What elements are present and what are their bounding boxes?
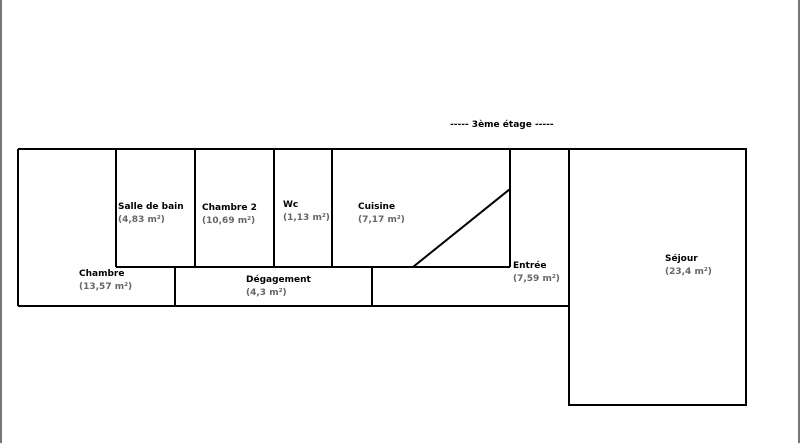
room-chambre-2: Chambre 2 (10,69 m²) <box>202 202 257 228</box>
room-area: (23,4 m²) <box>665 267 712 277</box>
frame-left-border <box>0 0 2 443</box>
room-name: Chambre 2 <box>202 203 257 213</box>
room-area: (10,69 m²) <box>202 216 256 226</box>
room-entree: Entrée (7,59 m²) <box>513 260 560 286</box>
room-salle-de-bain: Salle de bain (4,83 m²) <box>118 201 184 227</box>
room-name: Salle de bain <box>118 202 184 212</box>
room-degagement: Dégagement (4,3 m²) <box>246 274 311 300</box>
room-name: Wc <box>283 200 299 210</box>
room-sejour: Séjour (23,4 m²) <box>665 253 712 279</box>
room-name: Cuisine <box>358 202 396 212</box>
room-area: (4,83 m²) <box>118 215 165 225</box>
room-name: Séjour <box>665 254 698 264</box>
room-area: (7,17 m²) <box>358 215 405 225</box>
room-name: Chambre <box>79 269 125 279</box>
frame-right-border <box>798 0 800 443</box>
room-name: Dégagement <box>246 275 311 285</box>
room-chambre: Chambre (13,57 m²) <box>79 268 132 294</box>
room-area: (4,3 m²) <box>246 288 287 298</box>
room-cuisine: Cuisine (7,17 m²) <box>358 201 405 227</box>
room-area: (7,59 m²) <box>513 274 560 284</box>
room-wc: Wc (1,13 m²) <box>283 199 330 225</box>
room-name: Entrée <box>513 261 547 271</box>
staircase-diagonal <box>412 188 511 268</box>
wall-sejour <box>568 148 747 406</box>
room-area: (1,13 m²) <box>283 213 330 223</box>
floor-title: ----- 3ème étage ----- <box>450 120 554 130</box>
room-area: (13,57 m²) <box>79 282 133 292</box>
